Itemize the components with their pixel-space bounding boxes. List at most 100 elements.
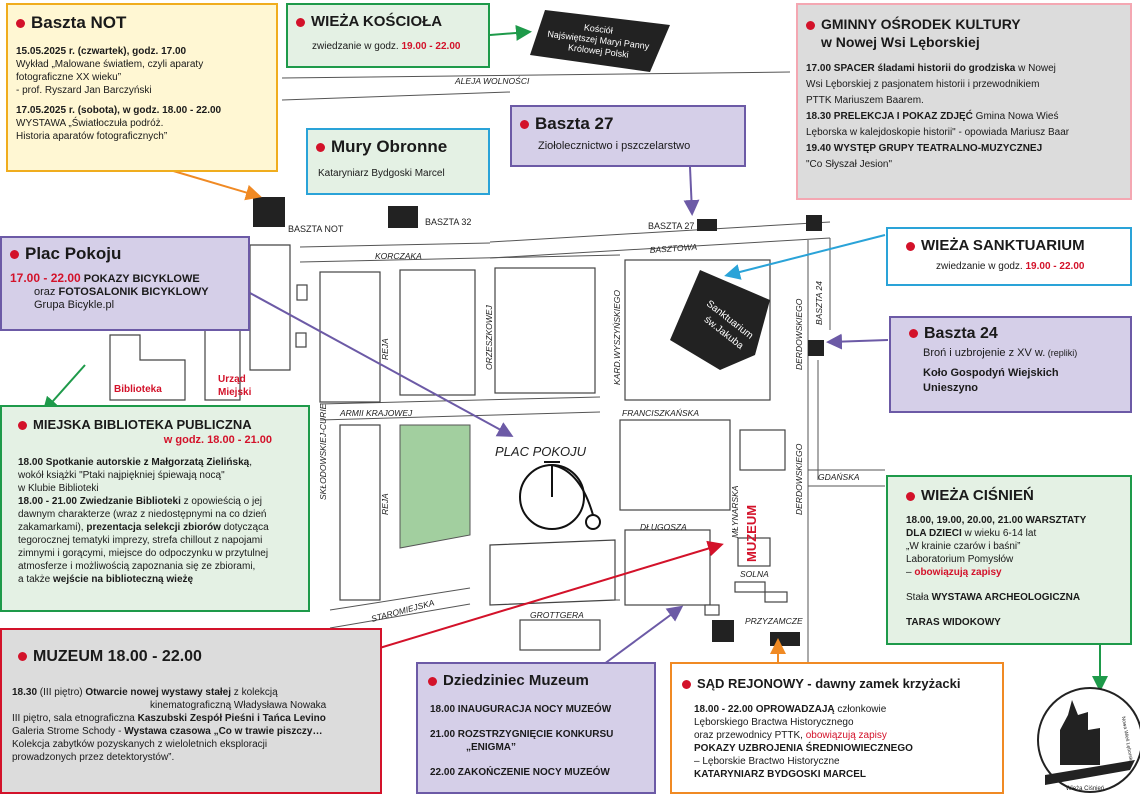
baszta-24-box: Baszta 24 Broń i uzbrojenie z XV w. (rep… <box>889 316 1132 413</box>
biblioteka-l5: dawnym charakterze (wraz z niedostępnymi… <box>18 509 267 520</box>
wieza-cisnien-l5a: – <box>906 567 915 578</box>
sad-rejonowy-l5: – Lęborskie Bractwo Historyczne <box>694 756 840 767</box>
block <box>739 429 786 471</box>
biblioteka-building <box>109 334 186 401</box>
muzeum-title: MUZEUM 18.00 - 22.00 <box>33 648 202 665</box>
gok-l7: "Co Słyszał Jesion" <box>806 159 893 170</box>
sad-rejonowy-l4: POKAZY UZBROJENIA ŚREDNIOWIECZNEGO <box>694 743 913 754</box>
muzeum-l1c: Otwarcie nowej wystawy stałej <box>85 687 232 698</box>
wieza-cisnien-box: WIEŻA CIŚNIEŃ 18.00, 19.00, 20.00, 21.00… <box>886 475 1132 645</box>
baszta-not-l2: Wykład „Malowane światłem, czyli aparaty <box>16 59 204 70</box>
plac-pokoju-l1: POKAZY BICYKLOWE <box>80 273 200 285</box>
water-tower-logo: Wieża Ciśnień Nowa Wieś Lęborska <box>1037 687 1140 793</box>
mury-obronne-title: Mury Obronne <box>331 137 448 156</box>
tower-caption: Wieża Ciśnień <box>1066 786 1104 792</box>
wieza-kosciola-hours-prefix: zwiedzanie w godz. <box>312 41 399 52</box>
street-solna: SOLNA <box>740 569 769 579</box>
biblioteka-box: MIEJSKA BIBLIOTEKA PUBLICZNA w godz. 18.… <box>0 405 310 612</box>
sad-rejonowy-title: SĄD REJONOWY - dawny zamek krzyżacki <box>697 676 961 691</box>
label-kosciol-1: Kościół <box>583 22 613 35</box>
baszta-27-box: Baszta 27 Ziołolecznictwo i pszczelarstw… <box>510 105 746 167</box>
arrow-baszta-not <box>169 169 262 201</box>
street-dlugosza: DŁUGOSZA <box>640 522 687 532</box>
biblioteka-l6a: zakamarkami), <box>18 522 87 533</box>
biblioteka-l1a: 18.00 Spotkanie autorskie z Małgorzatą Z… <box>18 457 250 468</box>
block <box>489 539 616 606</box>
label-urzad-2: Miejski <box>218 387 252 398</box>
dziedziniec-l1: 18.00 INAUGURACJA NOCY MUZEÓW <box>430 704 612 715</box>
street-mlynarska: MŁYNARSKA <box>730 485 740 538</box>
block <box>519 619 601 651</box>
baszta-27-l1: Ziołolecznictwo i pszczelarstwo <box>538 140 691 152</box>
biblioteka-l4a: 18.00 - 21.00 Zwiedzanie Biblioteki <box>18 496 181 507</box>
street-staromiejska: STAROMIEJSKA <box>370 597 436 624</box>
arrow-baszta-24 <box>826 333 889 350</box>
street-reja-top: REJA <box>380 338 390 360</box>
street-kard-wyszynskiego: KARD.WYSZYŃSKIEGO <box>612 290 622 385</box>
wieza-cisnien-l1: 18.00, 19.00, 20.00, 21.00 WARSZTATY <box>906 515 1087 526</box>
baszta-not-l5: 17.05.2025 r. (sobota), w godz. 18.00 - … <box>16 105 222 116</box>
gok-title-1: GMINNY OŚRODEK KULTURY <box>821 16 1021 32</box>
plac-pokoju-box: Plac Pokoju 17.00 - 22.00 POKAZY BICYKLO… <box>0 236 250 331</box>
dziedziniec-l4: 22.00 ZAKOŃCZENIE NOCY MUZEÓW <box>430 767 610 778</box>
arrow-baszta-27 <box>683 166 700 216</box>
dziedziniec-l2: 21.00 ROZSTRZYGNIĘCIE KONKURSU <box>430 729 614 740</box>
gok-l4b: Gmina Nowa Wieś <box>972 111 1059 122</box>
block <box>624 529 711 606</box>
muzeum-l1d: z kolekcją <box>231 687 278 698</box>
street-outlines <box>281 71 885 790</box>
street-franciszkanska: FRANCISZKAŃSKA <box>622 408 699 418</box>
block <box>295 332 307 348</box>
wieza-kosciola-title: WIEŻA KOŚCIOŁA <box>311 13 443 30</box>
biblioteka-l3: w Klubie Biblioteki <box>18 483 99 494</box>
street-labels: ALEJA WOLNOŚCI KORCZAKA BASZTOWA REJA OR… <box>318 75 860 626</box>
block <box>296 284 308 301</box>
baszta-27-title: Baszta 27 <box>535 114 614 133</box>
sad-marker <box>712 620 734 642</box>
wieza-cisnien-l4: Laboratorium Pomysłów <box>906 554 1014 565</box>
street-derdowskiego-top: DERDOWSKIEGO <box>794 298 804 370</box>
bicycle-icon <box>519 461 601 530</box>
muzeum-l3b: Kaszubski Zespół Pieśni i Tańca Levino <box>137 713 326 724</box>
block <box>764 591 788 603</box>
muzeum-box: MUZEUM 18.00 - 22.00 18.30 (III piętro) … <box>0 628 382 794</box>
street-orzeszkowej: ORZESZKOWEJ <box>484 305 494 370</box>
biblioteka-l7: tegorocznej tematyki imprezy, strefa chi… <box>18 535 263 546</box>
label-plac-pokoju: PLAC POKOJU <box>495 444 587 459</box>
arrow-wieza-sanktuarium <box>724 234 886 280</box>
baszta-not-marker <box>253 197 285 227</box>
dziedziniec-box: Dziedziniec Muzeum 18.00 INAUGURACJA NOC… <box>416 662 656 794</box>
sad-rejonowy-l1a: 18.00 - 22.00 OPROWADZAJĄ <box>694 704 835 715</box>
sad-rejonowy-l1b: członkowie <box>834 704 887 715</box>
baszta-24-l1b: (repliki) <box>1045 348 1078 358</box>
kosciol-building <box>530 10 670 72</box>
gok-l5: Lęborska w kalejdoskopie historii" - opo… <box>806 127 1070 138</box>
label-biblioteka: Biblioteka <box>114 384 162 395</box>
gok-box: GMINNY OŚRODEK KULTURY w Nowej Wsi Lębor… <box>796 3 1132 200</box>
wieza-sanktuarium-hours-prefix: zwiedzanie w godz. <box>936 261 1023 272</box>
arrow-plac-pokoju <box>249 292 514 437</box>
mury-obronne-box: Mury Obronne Kataryniarz Bydgoski Marcel <box>306 128 490 195</box>
baszta-32-marker <box>388 206 418 228</box>
sanktuarium-building <box>670 270 770 370</box>
baszta-24-marker <box>808 340 824 356</box>
green-area <box>399 424 471 549</box>
wieza-cisnien-l6b: WYSTAWA ARCHEOLOGICZNA <box>931 592 1081 603</box>
biblioteka-l10b: wejście na biblioteczną wieżę <box>53 574 194 585</box>
baszta-24-l1: Broń i uzbrojenie z XV w. <box>923 347 1046 359</box>
plac-pokoju-hours: 17.00 - 22.00 <box>10 271 81 285</box>
wieza-cisnien-l7: TARAS WIDOKOWY <box>906 617 1001 628</box>
street-grottgera: GROTTGERA <box>530 610 584 620</box>
block <box>249 244 291 371</box>
block <box>399 269 476 396</box>
wieza-cisnien-l2b: w wieku 6-14 lat <box>961 528 1037 539</box>
gok-l3: PTTK Mariuszem Baarem. <box>806 95 924 106</box>
street-gdanska: GDAŃSKA <box>818 472 860 482</box>
street-korczaka: KORCZAKA <box>375 251 422 261</box>
baszta-marker <box>806 215 822 231</box>
label-baszta-32: BASZTA 32 <box>425 217 471 227</box>
baszta-24-l3: Unieszyno <box>923 382 979 394</box>
street-derdowskiego-bottom: DERDOWSKIEGO <box>794 443 804 515</box>
baszta-not-l6: WYSTAWA „Światłoczuła podróż. <box>16 118 164 129</box>
plac-pokoju-l3: Grupa Bicykle.pl <box>34 299 115 311</box>
